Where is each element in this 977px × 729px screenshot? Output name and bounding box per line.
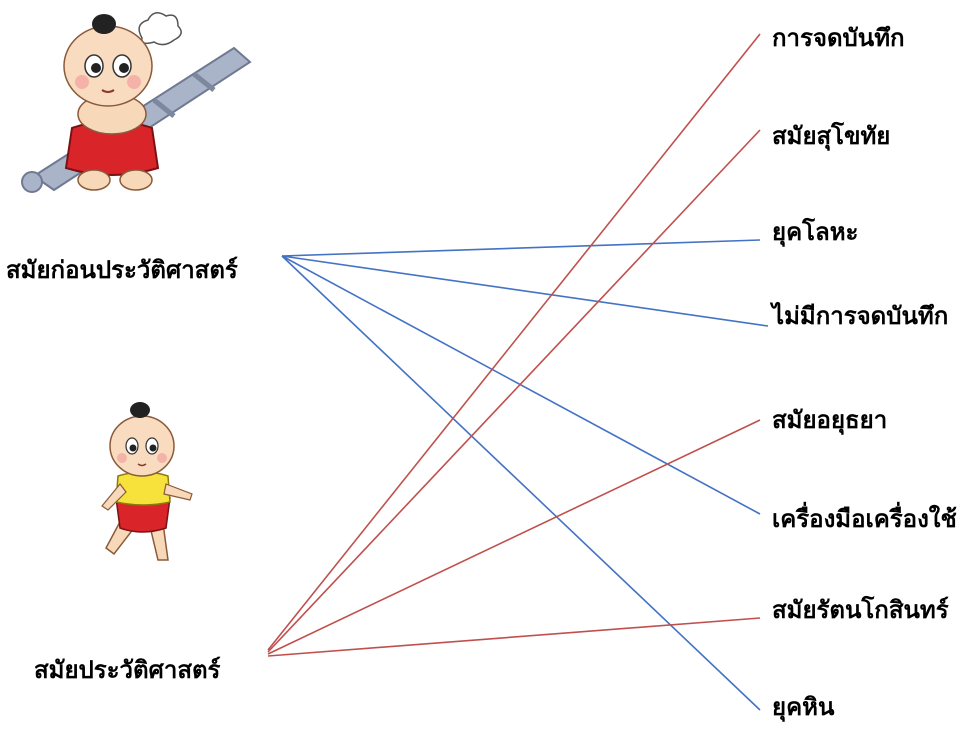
connection-line-1-6 <box>267 617 761 657</box>
connection-line-1-0 <box>267 33 761 651</box>
right-item-stone-age: ยุคหิน <box>772 692 835 721</box>
right-item-tools: เครื่องมือเครื่องใช้ <box>772 504 957 533</box>
right-item-sukhothai: สมัยสุโขทัย <box>772 121 891 150</box>
right-item-rattanakosin: สมัยรัตนโกสินทร์ <box>772 595 949 624</box>
right-item-ayutthaya: สมัยอยุธยา <box>772 405 888 434</box>
connection-line-0-5 <box>281 255 761 515</box>
right-item-metal-age: ยุคโลหะ <box>772 217 859 246</box>
connection-line-1-4 <box>267 419 761 655</box>
right-item-no-recording: ไม่มีการจดบันทึก <box>772 301 949 330</box>
left-item-historic: สมัยประวัติศาสตร์ <box>34 655 221 684</box>
right-item-recording: การจดบันทึก <box>772 23 905 52</box>
connection-line-0-7 <box>281 255 761 711</box>
connection-line-0-3 <box>281 255 769 327</box>
cartoon-boy-club-icon <box>21 12 252 193</box>
connection-line-1-1 <box>267 129 761 653</box>
connection-line-0-2 <box>281 239 761 257</box>
cartoon-boy-running-icon <box>101 402 193 561</box>
left-item-prehistoric: สมัยก่อนประวัติศาสตร์ <box>6 255 238 284</box>
